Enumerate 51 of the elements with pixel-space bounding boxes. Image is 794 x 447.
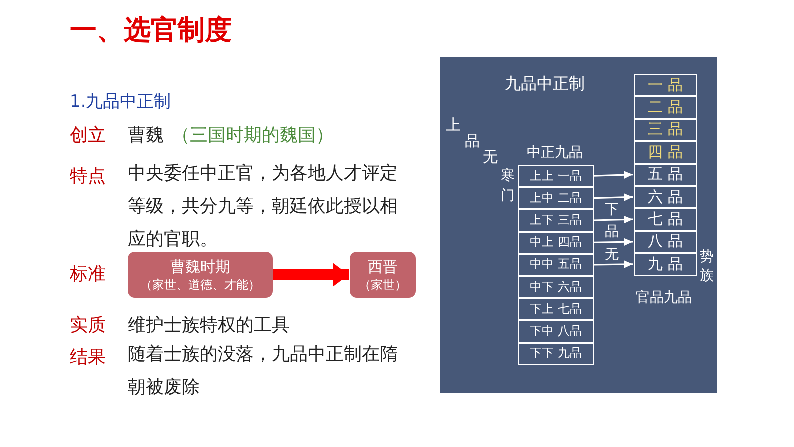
row-label: 创立 <box>70 124 106 147</box>
grade-cell: 上下 三品 <box>518 209 594 232</box>
arrow <box>594 171 634 180</box>
arrow <box>594 193 634 202</box>
scattered-character: 品 <box>605 223 619 241</box>
grade-cell: 一 品 <box>634 74 697 96</box>
scattered-character: 上 <box>446 116 461 135</box>
arrow <box>594 260 634 269</box>
grade-cell: 四 品 <box>634 141 697 164</box>
column-heading: 中正九品 <box>527 144 583 162</box>
arrow <box>594 238 634 246</box>
grade-cell: 上中 二品 <box>518 187 594 210</box>
scattered-character: 寒 <box>501 167 515 185</box>
column-heading: 官品九品 <box>636 289 692 307</box>
scattered-character: 门 <box>501 187 515 205</box>
scattered-character: 势 <box>700 248 714 266</box>
arrow <box>594 216 634 224</box>
grade-cell: 中下 六品 <box>518 276 594 298</box>
grade-cell: 九 品 <box>634 253 697 276</box>
body-text: 随着士族的没落，九品中正制在隋朝被废除 <box>128 343 399 400</box>
grade-cell: 三 品 <box>634 118 697 142</box>
grade-cell: 下下 九品 <box>518 342 594 365</box>
grade-cell: 二 品 <box>634 96 697 119</box>
grade-cell: 下上 七品 <box>518 298 594 320</box>
body-text: 维护士族特权的工具 <box>128 314 290 337</box>
grade-cell: 下中 八品 <box>518 320 594 343</box>
scattered-character: 品 <box>465 132 480 151</box>
grade-cell: 上上 一品 <box>518 165 594 188</box>
stage-box: 西晋 （家世） <box>350 252 416 298</box>
row-label: 结果 <box>70 346 106 369</box>
scattered-character: 无 <box>605 246 619 264</box>
title: 一、选官制度 <box>70 14 232 48</box>
row-label: 标准 <box>70 263 106 286</box>
body-text: 中央委任中正官，为各地人才评定等级，共分九等，朝廷依此授以相应的官职。 <box>128 162 399 252</box>
row-label: 特点 <box>70 165 106 188</box>
grade-cell: 中中 五品 <box>518 254 594 276</box>
grade-cell: 七 品 <box>634 208 697 231</box>
grade-cell: 中上 四品 <box>518 232 594 254</box>
grade-cell: 五 品 <box>634 164 697 186</box>
body-text: （三国时期的魏国） <box>172 124 334 147</box>
scattered-character: 下 <box>605 201 619 219</box>
grade-cell: 八 品 <box>634 230 697 254</box>
scattered-character: 族 <box>700 267 714 285</box>
row-label: 实质 <box>70 314 106 337</box>
scattered-character: 无 <box>483 148 498 167</box>
section-heading: 1.九品中正制 <box>70 91 172 113</box>
panel-title: 九品中正制 <box>505 74 585 95</box>
body-text: 曹魏 <box>128 124 164 147</box>
grade-cell: 六 品 <box>634 186 697 208</box>
stage-box: 曹魏时期 （家世、道德、才能） <box>128 252 273 298</box>
arrow <box>273 263 349 287</box>
